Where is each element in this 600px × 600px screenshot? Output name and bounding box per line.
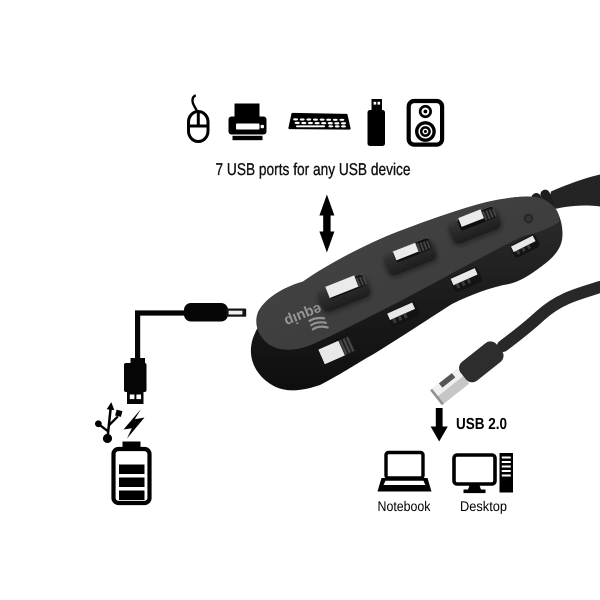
svg-text:Notebook: Notebook [378, 498, 432, 514]
svg-text:Desktop: Desktop [460, 498, 507, 514]
svg-text:7 USB ports for any USB device: 7 USB ports for any USB device [216, 160, 411, 179]
svg-text:USB 2.0: USB 2.0 [456, 416, 507, 433]
